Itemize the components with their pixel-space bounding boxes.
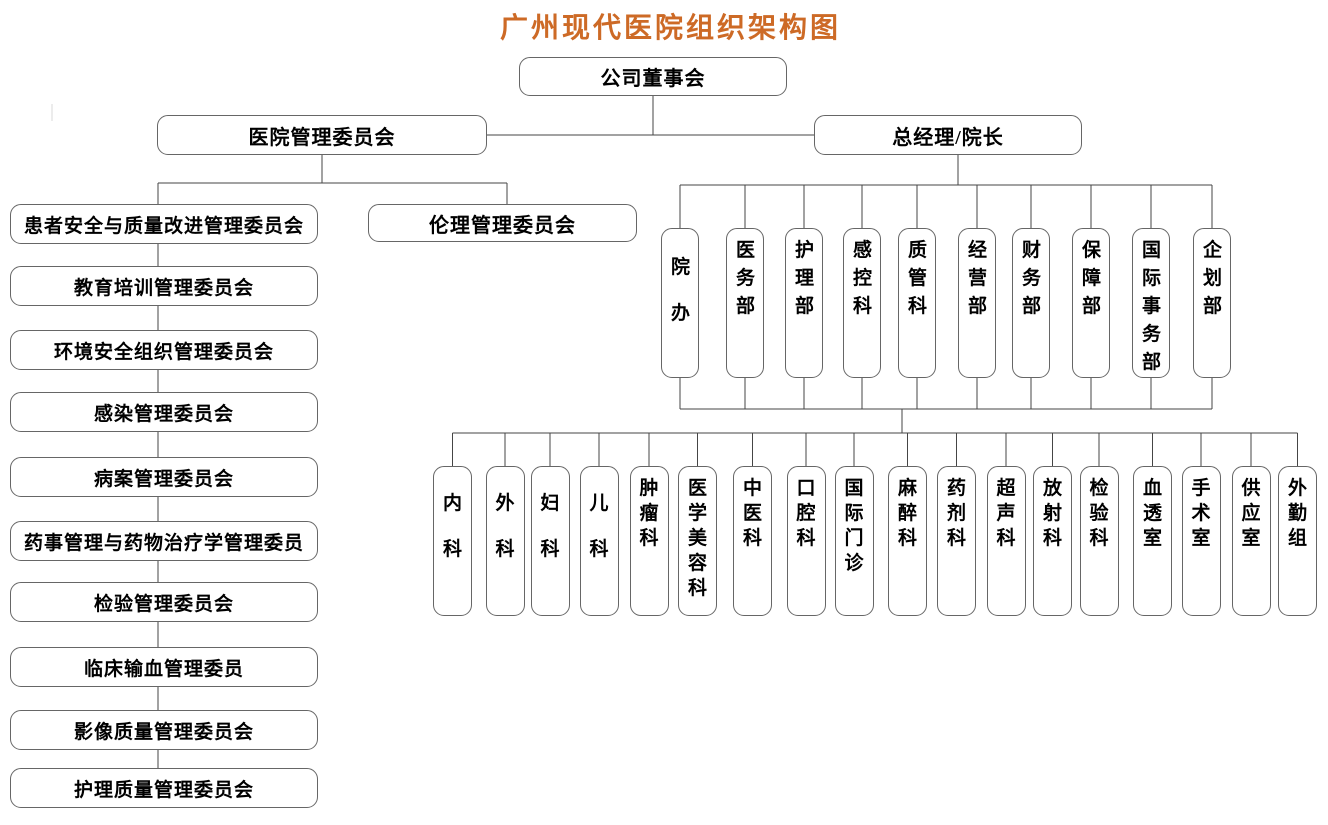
clinical-dept-box: 手术室 (1181, 466, 1221, 616)
clinical-dept-box: 麻醉科 (888, 466, 927, 616)
admin-dept-box: 保障部 (1072, 228, 1110, 378)
admin-dept-box: 企划部 (1193, 228, 1231, 378)
clinical-dept-box: 医学美容科 (678, 466, 717, 616)
clinical-dept-box: 供应室 (1231, 466, 1271, 616)
clinical-dept-box: 放射科 (1033, 466, 1072, 616)
clinical-dept-box: 外科 (485, 466, 525, 616)
clinical-dept-box: 外勤组 (1278, 466, 1317, 616)
committee-box: 检验管理委员会 (10, 582, 318, 622)
admin-dept-box: 感控科 (843, 228, 881, 378)
committee-box: 影像质量管理委员会 (10, 710, 318, 750)
admin-dept-box: 财务部 (1012, 228, 1050, 378)
clinical-dept-box: 肿瘤科 (629, 466, 669, 616)
clinical-dept-box: 内科 (433, 466, 472, 616)
committee-box: 护理质量管理委员会 (10, 768, 318, 808)
committee-box: 患者安全与质量改进管理委员会 (10, 204, 318, 244)
committee-box: 感染管理委员会 (10, 392, 318, 432)
clinical-dept-box: 口腔科 (786, 466, 826, 616)
committee-box: 教育培训管理委员会 (10, 266, 318, 306)
chart-title: 广州现代医院组织架构图 (500, 12, 842, 43)
committee-box: 临床输血管理委员 (10, 647, 318, 687)
clinical-dept-box: 血透室 (1133, 466, 1172, 616)
node-general-manager-dean: 总经理/院长 (814, 115, 1082, 155)
clinical-dept-box: 国际门诊 (834, 466, 874, 616)
clinical-dept-box: 中医科 (733, 466, 772, 616)
admin-dept-box: 国际事务部 (1132, 228, 1170, 378)
node-company-board: 公司董事会 (519, 57, 787, 96)
committee-box: 药事管理与药物治疗学管理委员 (10, 521, 318, 561)
node-hospital-management-committee: 医院管理委员会 (157, 115, 487, 155)
admin-dept-box: 护理部 (785, 228, 823, 378)
clinical-dept-box: 儿科 (579, 466, 619, 616)
clinical-dept-box: 药剂科 (937, 466, 976, 616)
clinical-dept-box: 检验科 (1079, 466, 1119, 616)
clinical-dept-box: 超声科 (986, 466, 1026, 616)
admin-dept-box: 经营部 (958, 228, 996, 378)
committee-box: 病案管理委员会 (10, 457, 318, 497)
admin-dept-box: 院办 (661, 228, 699, 378)
clinical-dept-box: 妇科 (530, 466, 570, 616)
admin-dept-box: 质管科 (898, 228, 936, 378)
committee-box: 环境安全组织管理委员会 (10, 330, 318, 370)
admin-dept-box: 医务部 (726, 228, 764, 378)
node-ethics-committee: 伦理管理委员会 (368, 204, 637, 242)
